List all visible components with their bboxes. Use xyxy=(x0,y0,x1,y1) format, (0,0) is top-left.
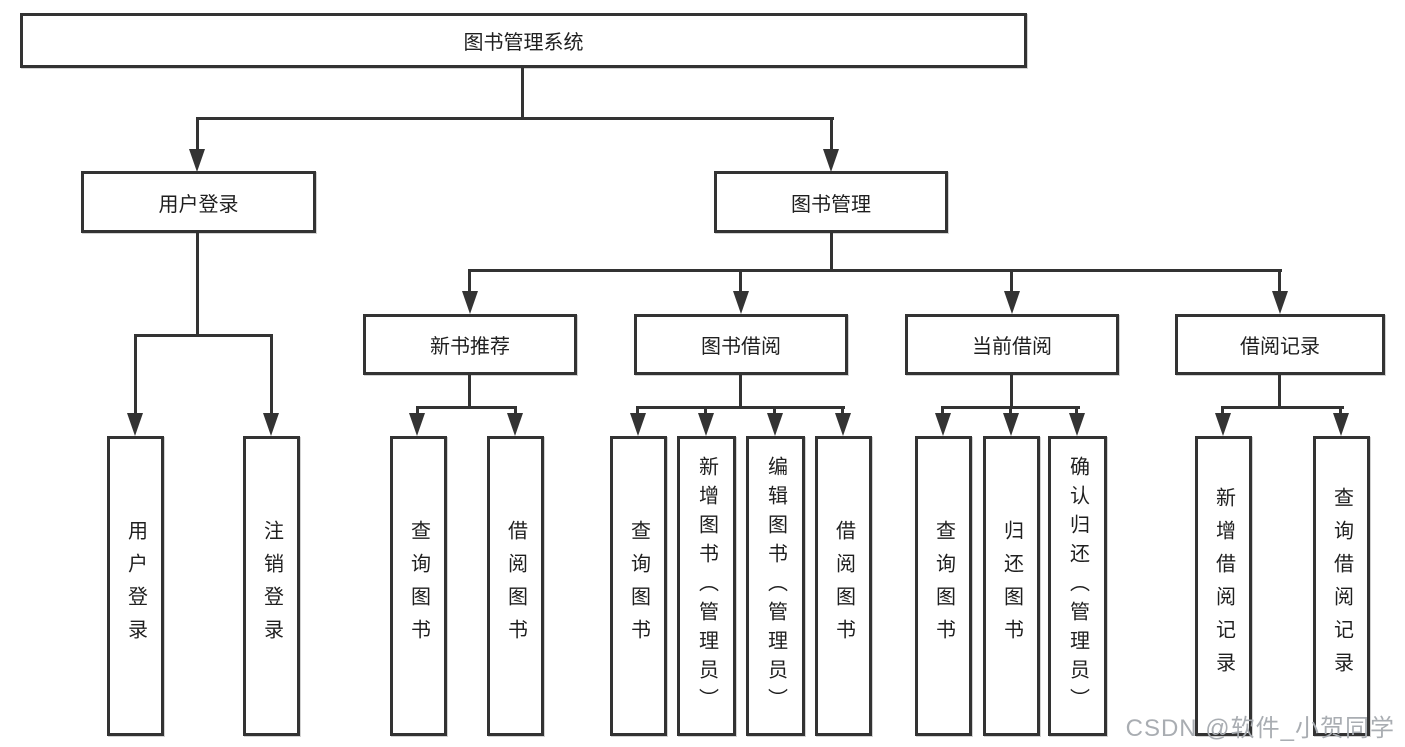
leaf-recommend-query-book-label: 查询图书 xyxy=(407,520,430,652)
leaf-borrow-edit-book-admin-label: 编辑图书（管理员） xyxy=(764,455,787,717)
leaf-recommend-query-book: 查询图书 xyxy=(390,436,447,736)
node-user-login-label: 用户登录 xyxy=(158,193,239,216)
arrowhead-down xyxy=(127,413,143,436)
leaf-current-return-book-label: 归还图书 xyxy=(1000,520,1023,652)
connector-line xyxy=(1075,406,1078,416)
connector-line xyxy=(830,117,833,151)
connector-line xyxy=(1278,269,1281,293)
arrowhead-down xyxy=(1333,413,1349,436)
arrowhead-down xyxy=(1004,291,1020,314)
node-book-management-label: 图书管理 xyxy=(791,193,871,216)
connector-line xyxy=(134,334,273,337)
leaf-records-add-record: 新增借阅记录 xyxy=(1195,436,1252,736)
leaf-current-confirm-return-admin: 确认归还（管理员） xyxy=(1048,436,1107,736)
arrowhead-down xyxy=(733,291,749,314)
connector-line xyxy=(1221,406,1344,409)
connector-line xyxy=(196,233,199,336)
connector-line xyxy=(841,406,844,416)
connector-line xyxy=(521,68,524,119)
leaf-borrow-borrow-book-label: 借阅图书 xyxy=(832,520,855,652)
node-book-management: 图书管理 xyxy=(714,171,948,233)
arrowhead-down xyxy=(767,413,783,436)
leaf-borrow-add-book-admin-label: 新增图书（管理员） xyxy=(695,455,718,717)
connector-line xyxy=(1278,375,1281,408)
leaf-current-confirm-return-admin-label: 确认归还（管理员） xyxy=(1066,455,1089,717)
node-book-borrowing-label: 图书借阅 xyxy=(701,336,781,358)
arrowhead-down xyxy=(630,413,646,436)
node-current-borrowing-label: 当前借阅 xyxy=(972,336,1052,358)
node-library-system: 图书管理系统 xyxy=(20,13,1027,68)
node-new-book-recommend-label: 新书推荐 xyxy=(430,336,510,358)
node-user-login: 用户登录 xyxy=(81,171,316,233)
node-book-borrowing: 图书借阅 xyxy=(634,314,848,375)
connector-line xyxy=(416,406,419,416)
connector-line xyxy=(739,269,742,293)
connector-line xyxy=(134,334,137,414)
leaf-current-query-book-label: 查询图书 xyxy=(932,520,955,652)
leaf-borrow-edit-book-admin: 编辑图书（管理员） xyxy=(746,436,805,736)
connector-line xyxy=(739,375,742,408)
connector-line xyxy=(636,406,845,409)
leaf-recommend-borrow-book-label: 借阅图书 xyxy=(504,520,527,652)
leaf-borrow-query-book: 查询图书 xyxy=(610,436,667,736)
connector-line xyxy=(514,406,517,416)
leaf-borrow-query-book-label: 查询图书 xyxy=(627,520,650,652)
leaf-records-query-record-label: 查询借阅记录 xyxy=(1330,487,1353,685)
node-borrowing-records-label: 借阅记录 xyxy=(1240,336,1320,358)
connector-line xyxy=(469,269,1282,272)
arrowhead-down xyxy=(835,413,851,436)
connector-line xyxy=(1339,406,1342,416)
connector-line xyxy=(1221,406,1224,416)
leaf-user-login-label: 用户登录 xyxy=(124,520,147,652)
leaf-records-add-record-label: 新增借阅记录 xyxy=(1212,487,1235,685)
connector-line xyxy=(830,233,833,271)
arrowhead-down xyxy=(823,149,839,172)
arrowhead-down xyxy=(1003,413,1019,436)
leaf-recommend-borrow-book: 借阅图书 xyxy=(487,436,544,736)
arrowhead-down xyxy=(698,413,714,436)
leaf-current-return-book: 归还图书 xyxy=(983,436,1040,736)
connector-line xyxy=(468,269,471,293)
node-library-system-label: 图书管理系统 xyxy=(463,32,584,54)
leaf-user-login: 用户登录 xyxy=(107,436,164,736)
leaf-logout: 注销登录 xyxy=(243,436,300,736)
node-new-book-recommend: 新书推荐 xyxy=(363,314,577,375)
leaf-current-query-book: 查询图书 xyxy=(915,436,972,736)
connector-line xyxy=(1009,406,1012,416)
arrowhead-down xyxy=(263,413,279,436)
connector-line xyxy=(773,406,776,416)
arrowhead-down xyxy=(1215,413,1231,436)
connector-line xyxy=(636,406,639,416)
connector-line xyxy=(704,406,707,416)
connector-line xyxy=(416,406,517,409)
connector-line xyxy=(196,117,834,120)
leaf-records-query-record: 查询借阅记录 xyxy=(1313,436,1370,736)
connector-line xyxy=(1010,375,1013,408)
arrowhead-down xyxy=(935,413,951,436)
connector-line xyxy=(196,117,199,151)
arrowhead-down xyxy=(462,291,478,314)
connector-line xyxy=(270,334,273,414)
arrowhead-down xyxy=(409,413,425,436)
arrowhead-down xyxy=(189,149,205,172)
connector-line xyxy=(468,375,471,408)
connector-line xyxy=(941,406,944,416)
connector-line xyxy=(1010,269,1013,293)
arrowhead-down xyxy=(1272,291,1288,314)
arrowhead-down xyxy=(507,413,523,436)
leaf-logout-label: 注销登录 xyxy=(260,520,283,652)
node-current-borrowing: 当前借阅 xyxy=(905,314,1119,375)
arrowhead-down xyxy=(1069,413,1085,436)
leaf-borrow-add-book-admin: 新增图书（管理员） xyxy=(677,436,736,736)
leaf-borrow-borrow-book: 借阅图书 xyxy=(815,436,872,736)
node-borrowing-records: 借阅记录 xyxy=(1175,314,1385,375)
